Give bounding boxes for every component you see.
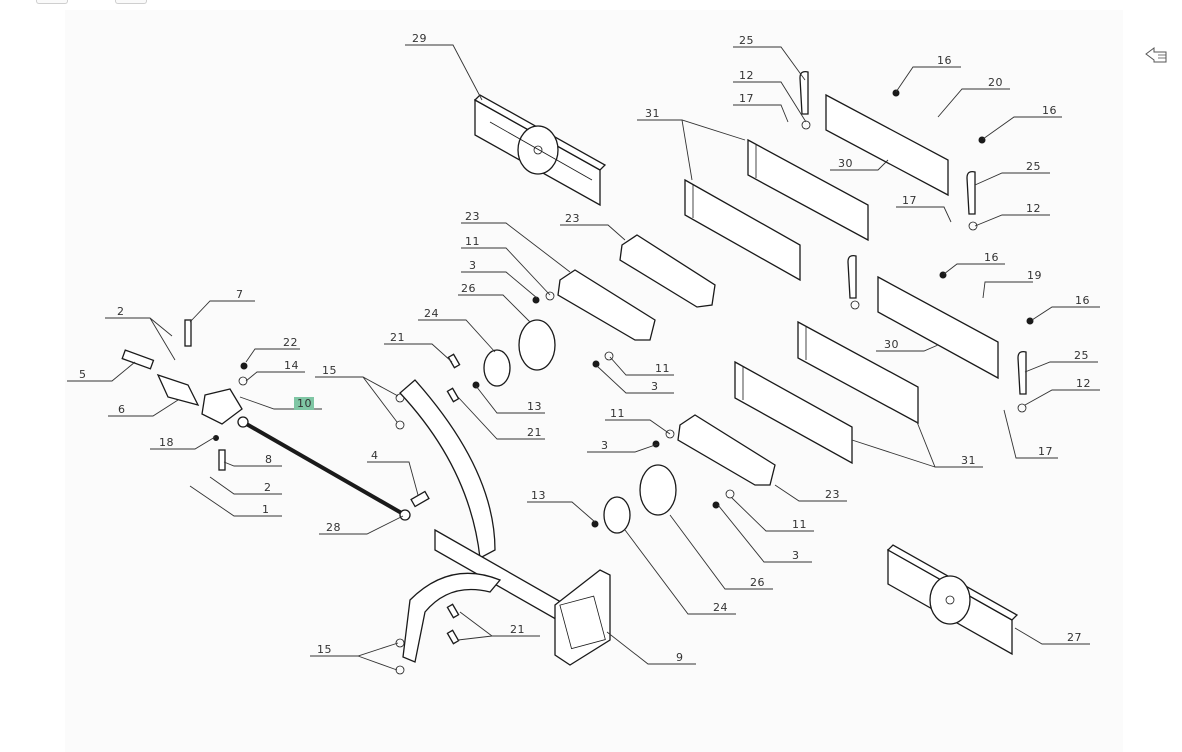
callout-12[interactable]: 12 [739,69,754,82]
callout-24[interactable]: 24 [713,601,728,614]
callout-19[interactable]: 19 [1027,269,1042,282]
callout-16[interactable]: 16 [1042,104,1057,117]
callout-25[interactable]: 25 [1074,349,1089,362]
callout-23[interactable]: 23 [825,488,840,501]
callout-4[interactable]: 4 [371,449,379,462]
back-button[interactable] [1144,46,1172,66]
callout-26[interactable]: 26 [750,576,765,589]
callout-16[interactable]: 16 [1075,294,1090,307]
callout-3[interactable]: 3 [469,259,477,272]
callout-5[interactable]: 5 [79,368,87,381]
callout-labels: 29 25 12 17 16 20 16 31 30 25 17 12 23 2… [79,32,1091,664]
callout-22[interactable]: 22 [283,336,298,349]
callout-21[interactable]: 21 [527,426,542,439]
callout-23[interactable]: 23 [565,212,580,225]
part-31-top[interactable] [684,138,869,282]
callout-17[interactable]: 17 [739,92,754,105]
callout-26[interactable]: 26 [461,282,476,295]
callout-1[interactable]: 1 [262,503,270,516]
callout-13[interactable]: 13 [527,400,542,413]
zoom-in-icon[interactable] [36,0,68,4]
callout-15[interactable]: 15 [322,364,337,377]
part-27[interactable] [886,544,1019,656]
callout-31[interactable]: 31 [645,107,660,120]
callout-30[interactable]: 30 [884,338,899,351]
callout-3[interactable]: 3 [651,380,659,393]
diagram-canvas: 29 25 12 17 16 20 16 31 30 25 17 12 23 2… [67,32,1100,675]
callout-11[interactable]: 11 [655,362,670,375]
callout-29[interactable]: 29 [412,32,427,45]
callout-9[interactable]: 9 [676,651,684,664]
part-left-assembly[interactable] [121,319,430,521]
callout-6[interactable]: 6 [118,403,126,416]
callout-3[interactable]: 3 [601,439,609,452]
callout-13[interactable]: 13 [531,489,546,502]
callout-2[interactable]: 2 [117,305,125,318]
part-23[interactable] [557,234,776,486]
part-31-bottom[interactable] [734,320,919,465]
callout-18[interactable]: 18 [159,436,174,449]
callout-17[interactable]: 17 [902,194,917,207]
callout-16[interactable]: 16 [937,54,952,67]
callout-11[interactable]: 11 [610,407,625,420]
callout-11[interactable]: 11 [792,518,807,531]
callout-23[interactable]: 23 [465,210,480,223]
callout-24[interactable]: 24 [424,307,439,320]
callout-21[interactable]: 21 [510,623,525,636]
part-29[interactable] [473,94,607,207]
callout-14[interactable]: 14 [284,359,299,372]
callout-27[interactable]: 27 [1067,631,1082,644]
callout-17[interactable]: 17 [1038,445,1053,458]
callout-15[interactable]: 15 [317,643,332,656]
callout-28[interactable]: 28 [326,521,341,534]
part-9[interactable] [399,379,611,666]
callout-8[interactable]: 8 [265,453,273,466]
toolbar [0,0,1182,8]
callout-25[interactable]: 25 [1026,160,1041,173]
hand-pointer-back-icon [1145,47,1167,63]
part-disc-24-26[interactable] [483,319,677,534]
callout-16[interactable]: 16 [984,251,999,264]
callout-7[interactable]: 7 [236,288,244,301]
callout-10-highlight [294,397,314,410]
callout-3[interactable]: 3 [792,549,800,562]
callout-20[interactable]: 20 [988,76,1003,89]
leader-lines [67,44,1100,671]
callout-21[interactable]: 21 [390,331,405,344]
zoom-out-icon[interactable] [115,0,147,4]
callout-25[interactable]: 25 [739,34,754,47]
callout-2[interactable]: 2 [264,481,272,494]
callout-12[interactable]: 12 [1076,377,1091,390]
exploded-parts-diagram: 29 25 12 17 16 20 16 31 30 25 17 12 23 2… [65,10,1167,752]
callout-10[interactable]: 10 [297,397,312,410]
part-hardware[interactable] [395,89,1034,675]
part-30[interactable] [825,93,999,380]
callout-30[interactable]: 30 [838,157,853,170]
callout-12[interactable]: 12 [1026,202,1041,215]
part-25[interactable] [799,70,1027,395]
callout-31[interactable]: 31 [961,454,976,467]
callout-11[interactable]: 11 [465,235,480,248]
